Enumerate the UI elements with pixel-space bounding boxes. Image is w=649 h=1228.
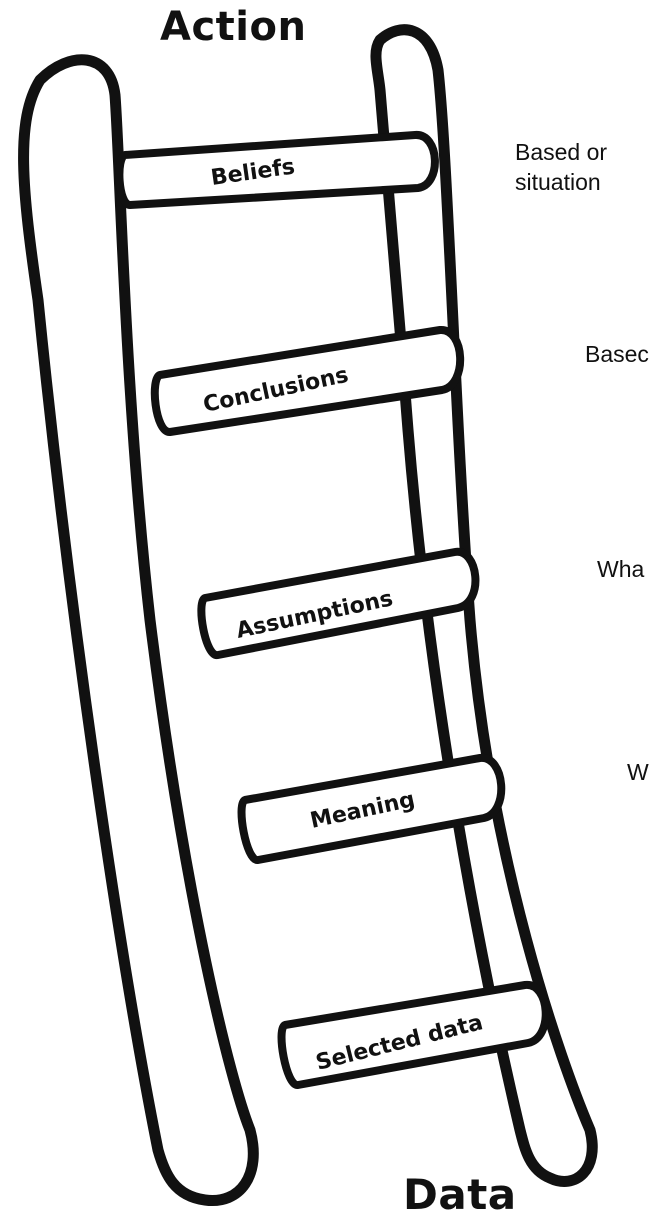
rung-conclusions: Conclusions — [150, 326, 465, 436]
rung-beliefs: Beliefs — [115, 131, 439, 209]
side-note-2: Basec — [585, 341, 649, 367]
rung-meaning: Meaning — [237, 754, 506, 864]
side-note-1: Based or situation — [515, 138, 607, 198]
right-rail — [370, 24, 598, 1187]
side-note-4: W — [627, 759, 649, 785]
side-note-1-line-1: Based or — [515, 139, 608, 165]
rung-selected-data: Selected data — [277, 981, 550, 1089]
bottom-label: Data — [403, 1170, 517, 1219]
side-note-1-line-2: situation — [515, 168, 601, 195]
top-label: Action — [160, 4, 307, 50]
left-rail — [18, 54, 259, 1207]
side-note-3: Wha — [597, 556, 645, 582]
